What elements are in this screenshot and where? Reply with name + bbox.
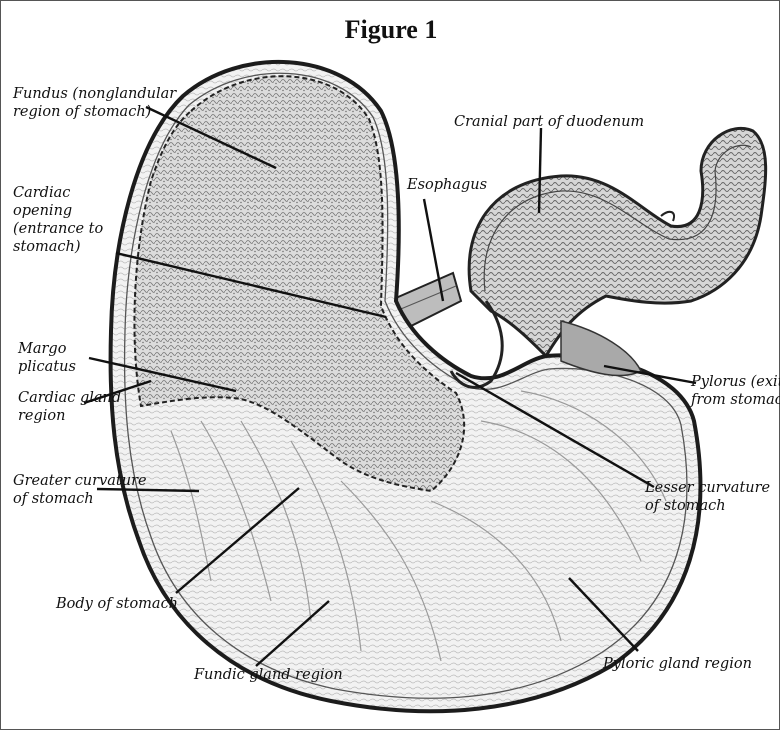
label-margo-plicatus: Margo plicatus: [18, 340, 76, 376]
label-cardiac-gland-region: Cardiac gland region: [18, 389, 121, 425]
label-body-of-stomach: Body of stomach: [56, 595, 178, 613]
figure-title: Figure 1: [1, 15, 780, 45]
label-lesser-curvature: Lesser curvature of stomach: [645, 479, 770, 515]
duodenum-shape: [469, 128, 766, 356]
label-greater-curvature: Greater curvature of stomach: [13, 472, 147, 508]
label-cardiac-opening: Cardiac opening (entrance to stomach): [13, 184, 103, 256]
label-pyloric-gland-region: Pyloric gland region: [603, 655, 752, 673]
label-esophagus: Esophagus: [407, 176, 487, 194]
label-cranial-duodenum: Cranial part of duodenum: [454, 113, 644, 131]
label-fundic-gland-region: Fundic gland region: [194, 666, 343, 684]
label-pylorus: Pylorus (exit from stomach): [691, 373, 780, 409]
label-fundus: Fundus (nonglandular region of stomach): [13, 85, 176, 121]
